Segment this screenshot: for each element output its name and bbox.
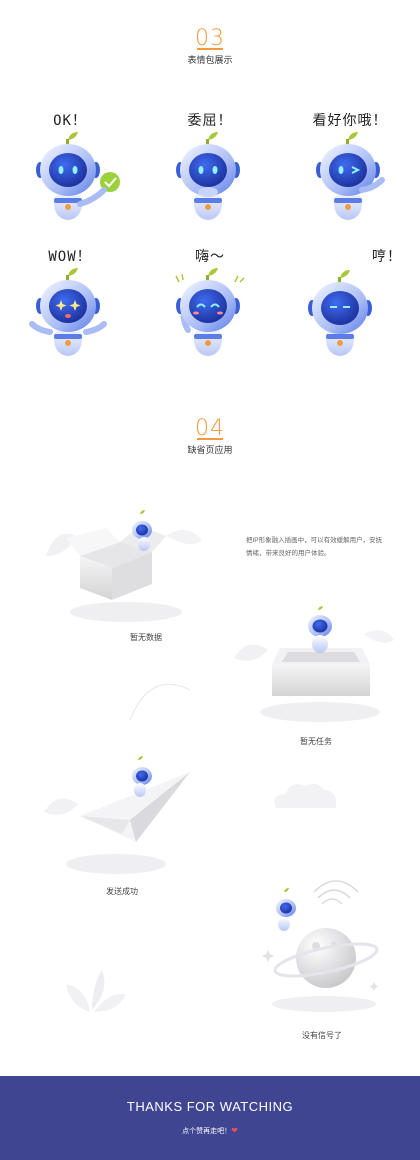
empty-label-sent: 发送成功	[106, 887, 138, 896]
sticker-caption: 看好你哦！	[312, 113, 388, 129]
empty-label-no-data: 暂无数据	[130, 633, 162, 642]
footer: THANKS FOR WATCHING 点个赞再走吧！❤	[0, 1076, 420, 1160]
sticker-hmph: 哼！	[290, 246, 410, 366]
empty-task-illustration	[234, 606, 394, 722]
section-number: 03	[195, 26, 225, 51]
sticker-ok: OK！	[10, 110, 130, 230]
robot-illustration	[176, 132, 240, 220]
sticker-caption: WOW！	[48, 249, 92, 265]
section-header-04: 04 缺省页应用	[0, 416, 420, 456]
like-prompt-text: 点个赞再走吧！	[182, 1128, 232, 1135]
no-signal-illustration	[262, 880, 379, 1012]
thanks-text: THANKS FOR WATCHING	[126, 1099, 294, 1114]
like-prompt[interactable]: 点个赞再走吧！❤	[0, 1126, 420, 1136]
sticker-caption: OK！	[53, 113, 87, 129]
robot-illustration	[29, 268, 107, 356]
section-title: 表情包展示	[187, 55, 233, 65]
empty-label-no-signal: 没有信号了	[302, 1031, 342, 1040]
section-number: 04	[195, 416, 225, 441]
sticker-watching-you: 看好你哦！	[290, 110, 410, 230]
sticker-aggrieved: 委屈！	[150, 110, 270, 230]
empty-label-no-task: 暂无任务	[300, 737, 332, 746]
cloud-decoration	[274, 783, 337, 808]
heart-icon: ❤	[231, 1126, 238, 1135]
robot-illustration	[36, 132, 120, 220]
robot-illustration	[308, 270, 372, 356]
section-header-03: 03 表情包展示	[0, 26, 420, 66]
sticker-caption: 哼！	[372, 249, 402, 265]
sticker-caption: 嗨～	[195, 249, 225, 265]
sticker-caption: 委屈！	[187, 113, 233, 129]
description-text: 把IP形象融入插画中，可以有效缓解用户，安抚情绪，带来良好的用户体验。	[246, 537, 383, 557]
sticker-hi: 嗨～	[150, 246, 270, 366]
sticker-wow: WOW！	[10, 246, 130, 366]
robot-illustration	[175, 268, 245, 356]
section-title: 缺省页应用	[187, 445, 233, 455]
robot-illustration	[316, 132, 385, 220]
decorative-curve	[129, 683, 191, 721]
send-success-illustration	[44, 756, 190, 874]
empty-data-illustration	[46, 510, 202, 622]
leaf-decoration	[66, 970, 126, 1012]
